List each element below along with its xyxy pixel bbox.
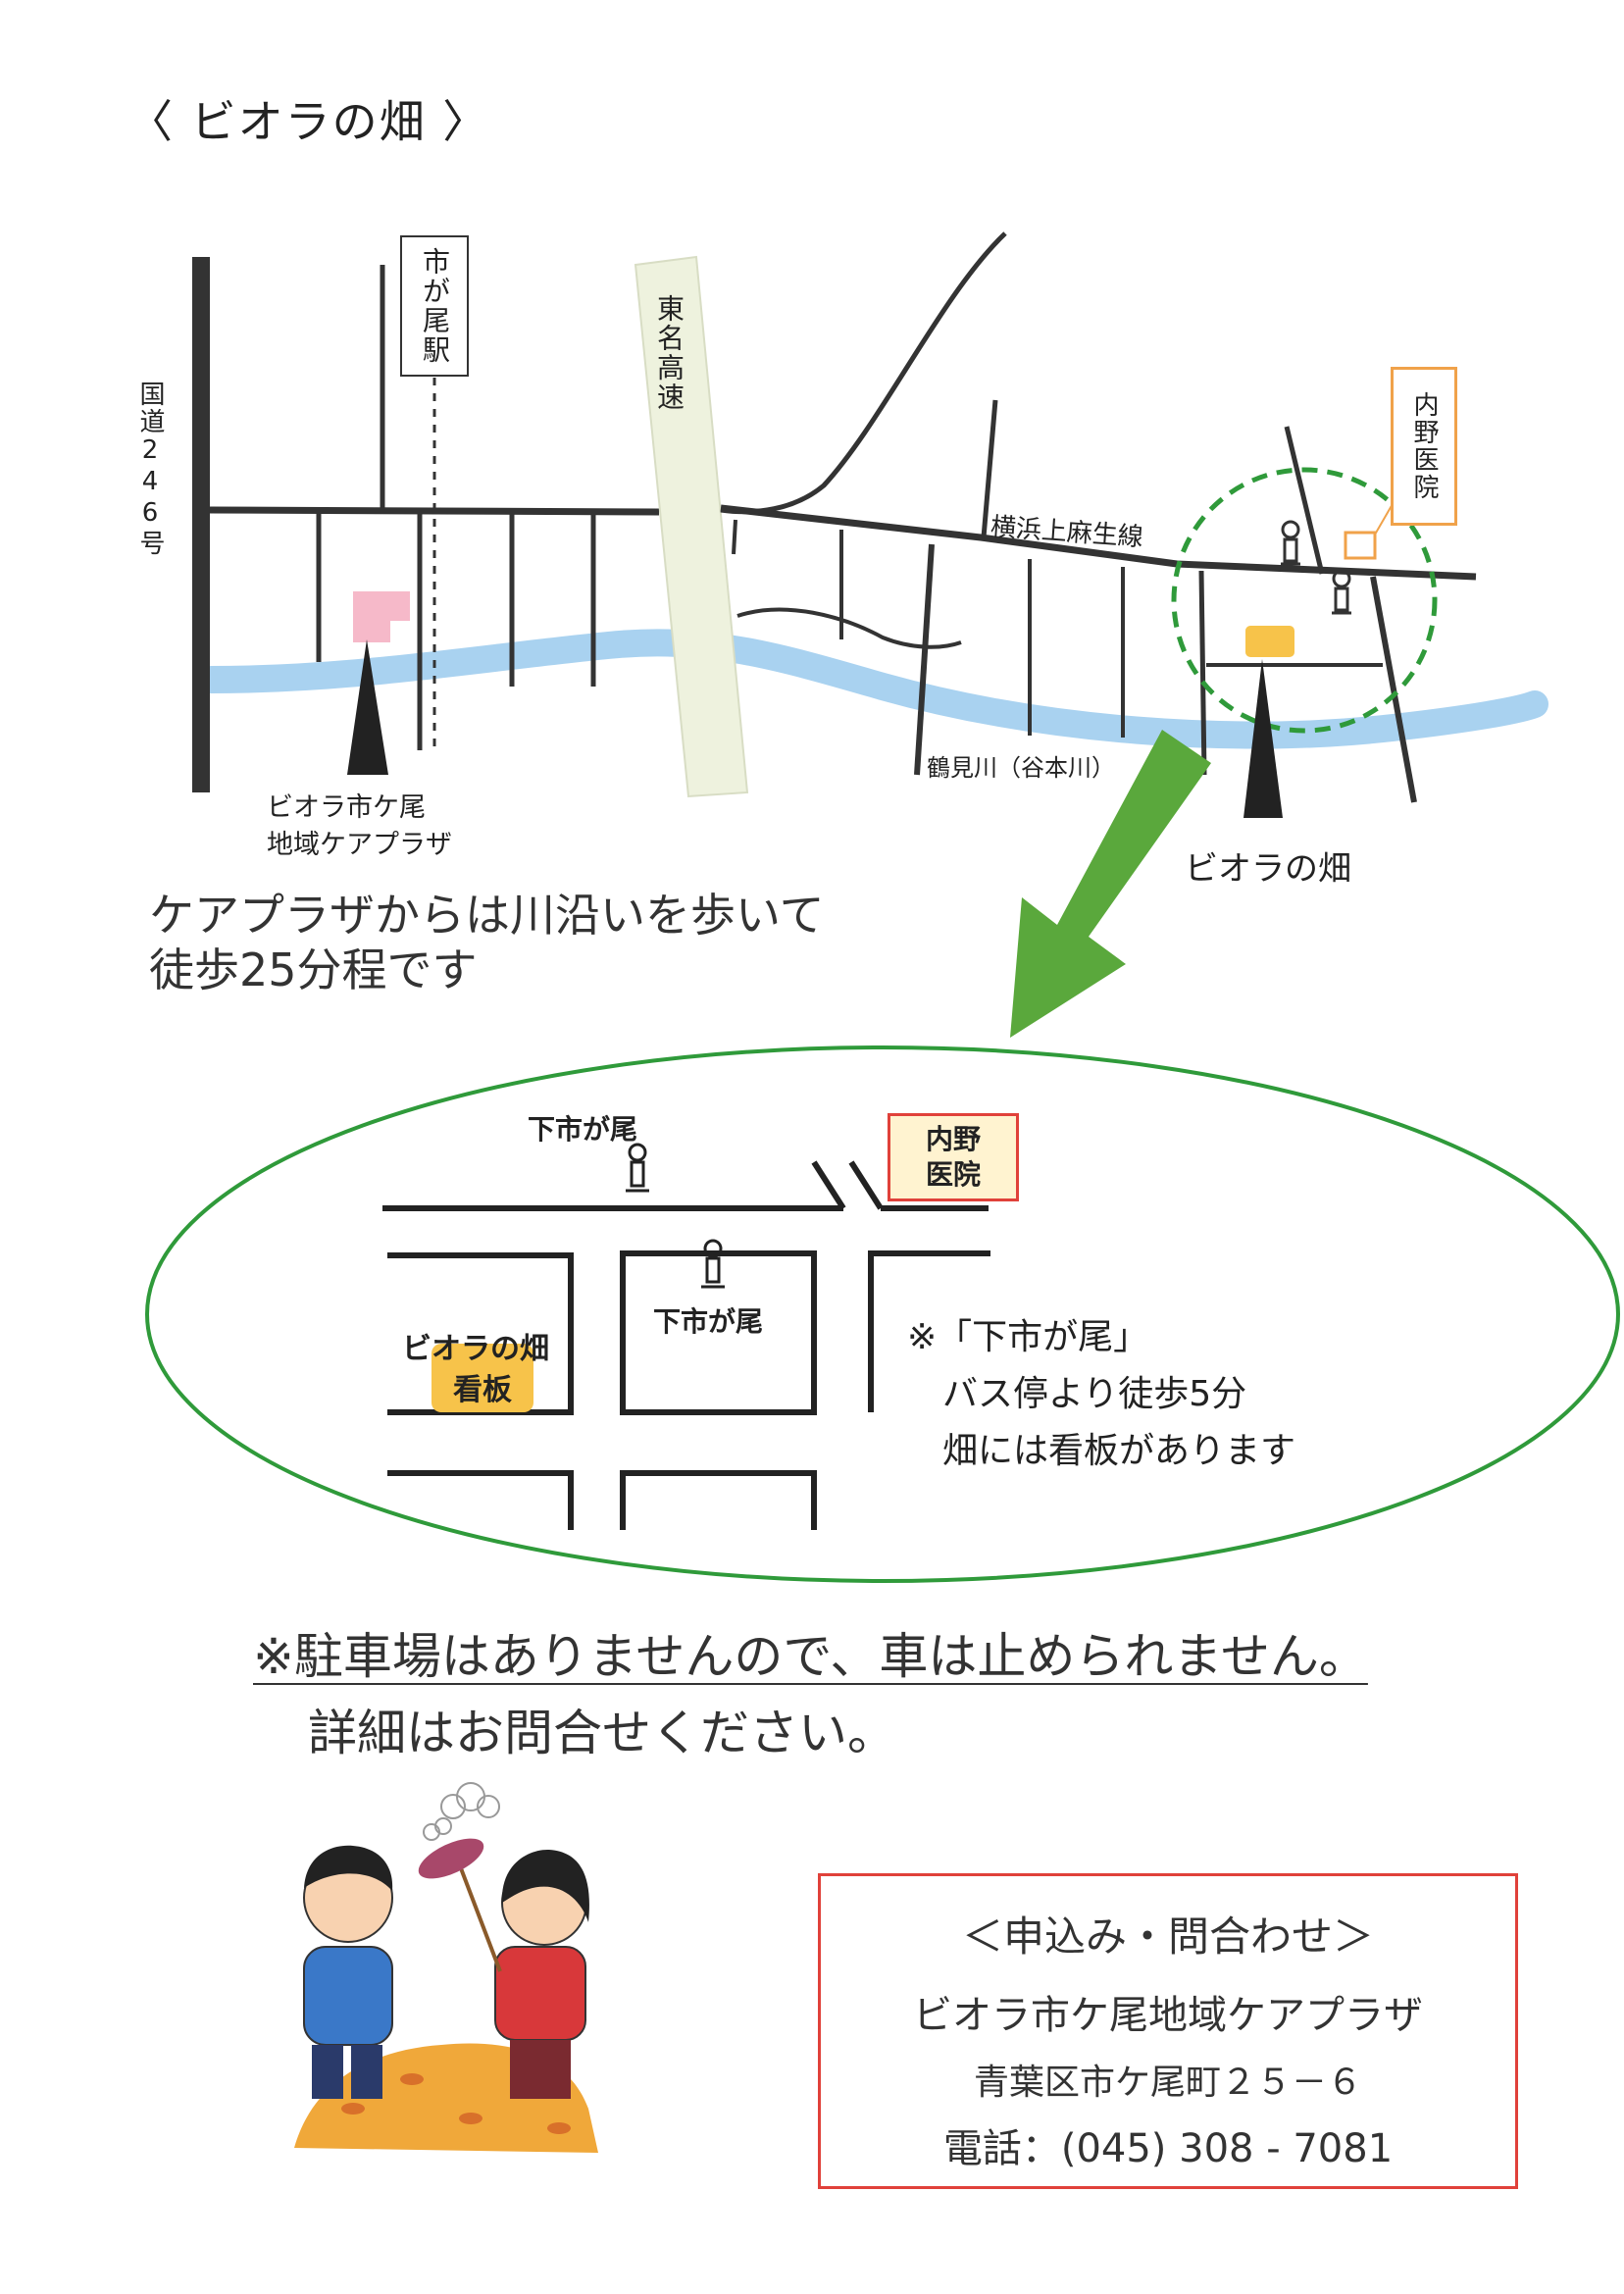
field-sign-label: ビオラの畑 [402, 1332, 549, 1366]
sign-label: 看板 [453, 1373, 512, 1407]
care-plaza-pointer [347, 639, 388, 775]
clinic-marker [1344, 531, 1377, 560]
curved-road-north [720, 231, 1007, 515]
field-marker [1245, 626, 1294, 657]
main-road-west [209, 506, 660, 516]
clinic-inset-line2: 医院 [925, 1158, 981, 1191]
bus-stop-label-center: 下市が尾 [653, 1305, 764, 1338]
bus-stop-icon [1332, 569, 1351, 615]
parking-note: ※駐車場はありませんので、車は止められません。 詳細はお問合せください。 [253, 1618, 1368, 1771]
bus-note: ※「下市が尾」 バス停より徒歩5分 畑には看板があります [907, 1317, 1296, 1471]
care-plaza-building [353, 591, 410, 642]
clinic-label: 内野医院 [1409, 391, 1439, 501]
station-label-box: 市が尾駅 [400, 235, 469, 377]
contact-box: ＜申込み・問合わせ＞ ビオラ市ケ尾地域ケアプラザ 青葉区市ケ尾町２５－６ 電話：… [818, 1873, 1518, 2189]
clinic-inset-line1: 内野 [925, 1123, 981, 1155]
inset-ellipse [145, 1045, 1620, 1583]
bus-stop-icon [701, 1239, 725, 1289]
highway-label: 東名高速 [653, 294, 685, 412]
route-246-road [192, 257, 210, 792]
care-plaza-label-line1: ビオラ市ケ尾 [267, 792, 426, 823]
lane [736, 607, 962, 649]
sweet-potato [418, 1838, 484, 1879]
street [732, 519, 737, 555]
parking-line1: ※駐車場はありませんので、車は止められません。 [253, 1628, 1368, 1685]
field-sign-marker [431, 1344, 533, 1412]
field-label: ビオラの畑 [1185, 849, 1351, 889]
tomei-highway [634, 255, 749, 798]
clinic-label-box: 内野医院 [1391, 367, 1457, 526]
focus-circle [1171, 467, 1438, 734]
bus-stop-icon [1281, 520, 1300, 566]
boy-body [303, 1946, 393, 2046]
contact-name: ビオラ市ケ尾地域ケアプラザ [913, 1993, 1423, 2038]
clinic-inset-label: 内野 医院 [888, 1113, 1019, 1201]
direction-arrow [1010, 730, 1211, 1038]
street [914, 543, 935, 776]
contact-phone: 電話：(045) 308 - 7081 [942, 2126, 1394, 2171]
care-plaza-label: ビオラ市ケ尾 地域ケアプラザ [267, 790, 452, 864]
street [1198, 570, 1207, 776]
route-246-label: 国道246号 [135, 381, 165, 557]
street [981, 399, 998, 538]
field-pointer [1243, 659, 1283, 818]
page-title: 〈 ビオラの畑 〉 [127, 95, 490, 148]
street [1370, 576, 1417, 803]
street [1284, 426, 1325, 575]
contact-heading: ＜申込み・問合わせ＞ [961, 1912, 1374, 1961]
walk-line2: 徒歩25分程です [149, 943, 478, 996]
yokohama-kamiasao-line [720, 504, 1477, 581]
river-label: 鶴見川（谷本川） [927, 754, 1115, 782]
bus-stop-label-top: 下市が尾 [528, 1113, 638, 1146]
walk-instructions: ケアプラザからは川沿いを歩いて 徒歩25分程です [149, 888, 825, 997]
girl-body [494, 1946, 586, 2041]
care-plaza-label-line2: 地域ケアプラザ [267, 830, 452, 860]
walk-line1: ケアプラザからは川沿いを歩いて [149, 889, 825, 942]
station-label: 市が尾駅 [419, 247, 451, 365]
parking-line2: 詳細はお問合せください。 [308, 1705, 896, 1761]
bus-stop-icon [626, 1143, 649, 1193]
contact-address: 青葉区市ケ尾町２５－６ [973, 2063, 1362, 2103]
